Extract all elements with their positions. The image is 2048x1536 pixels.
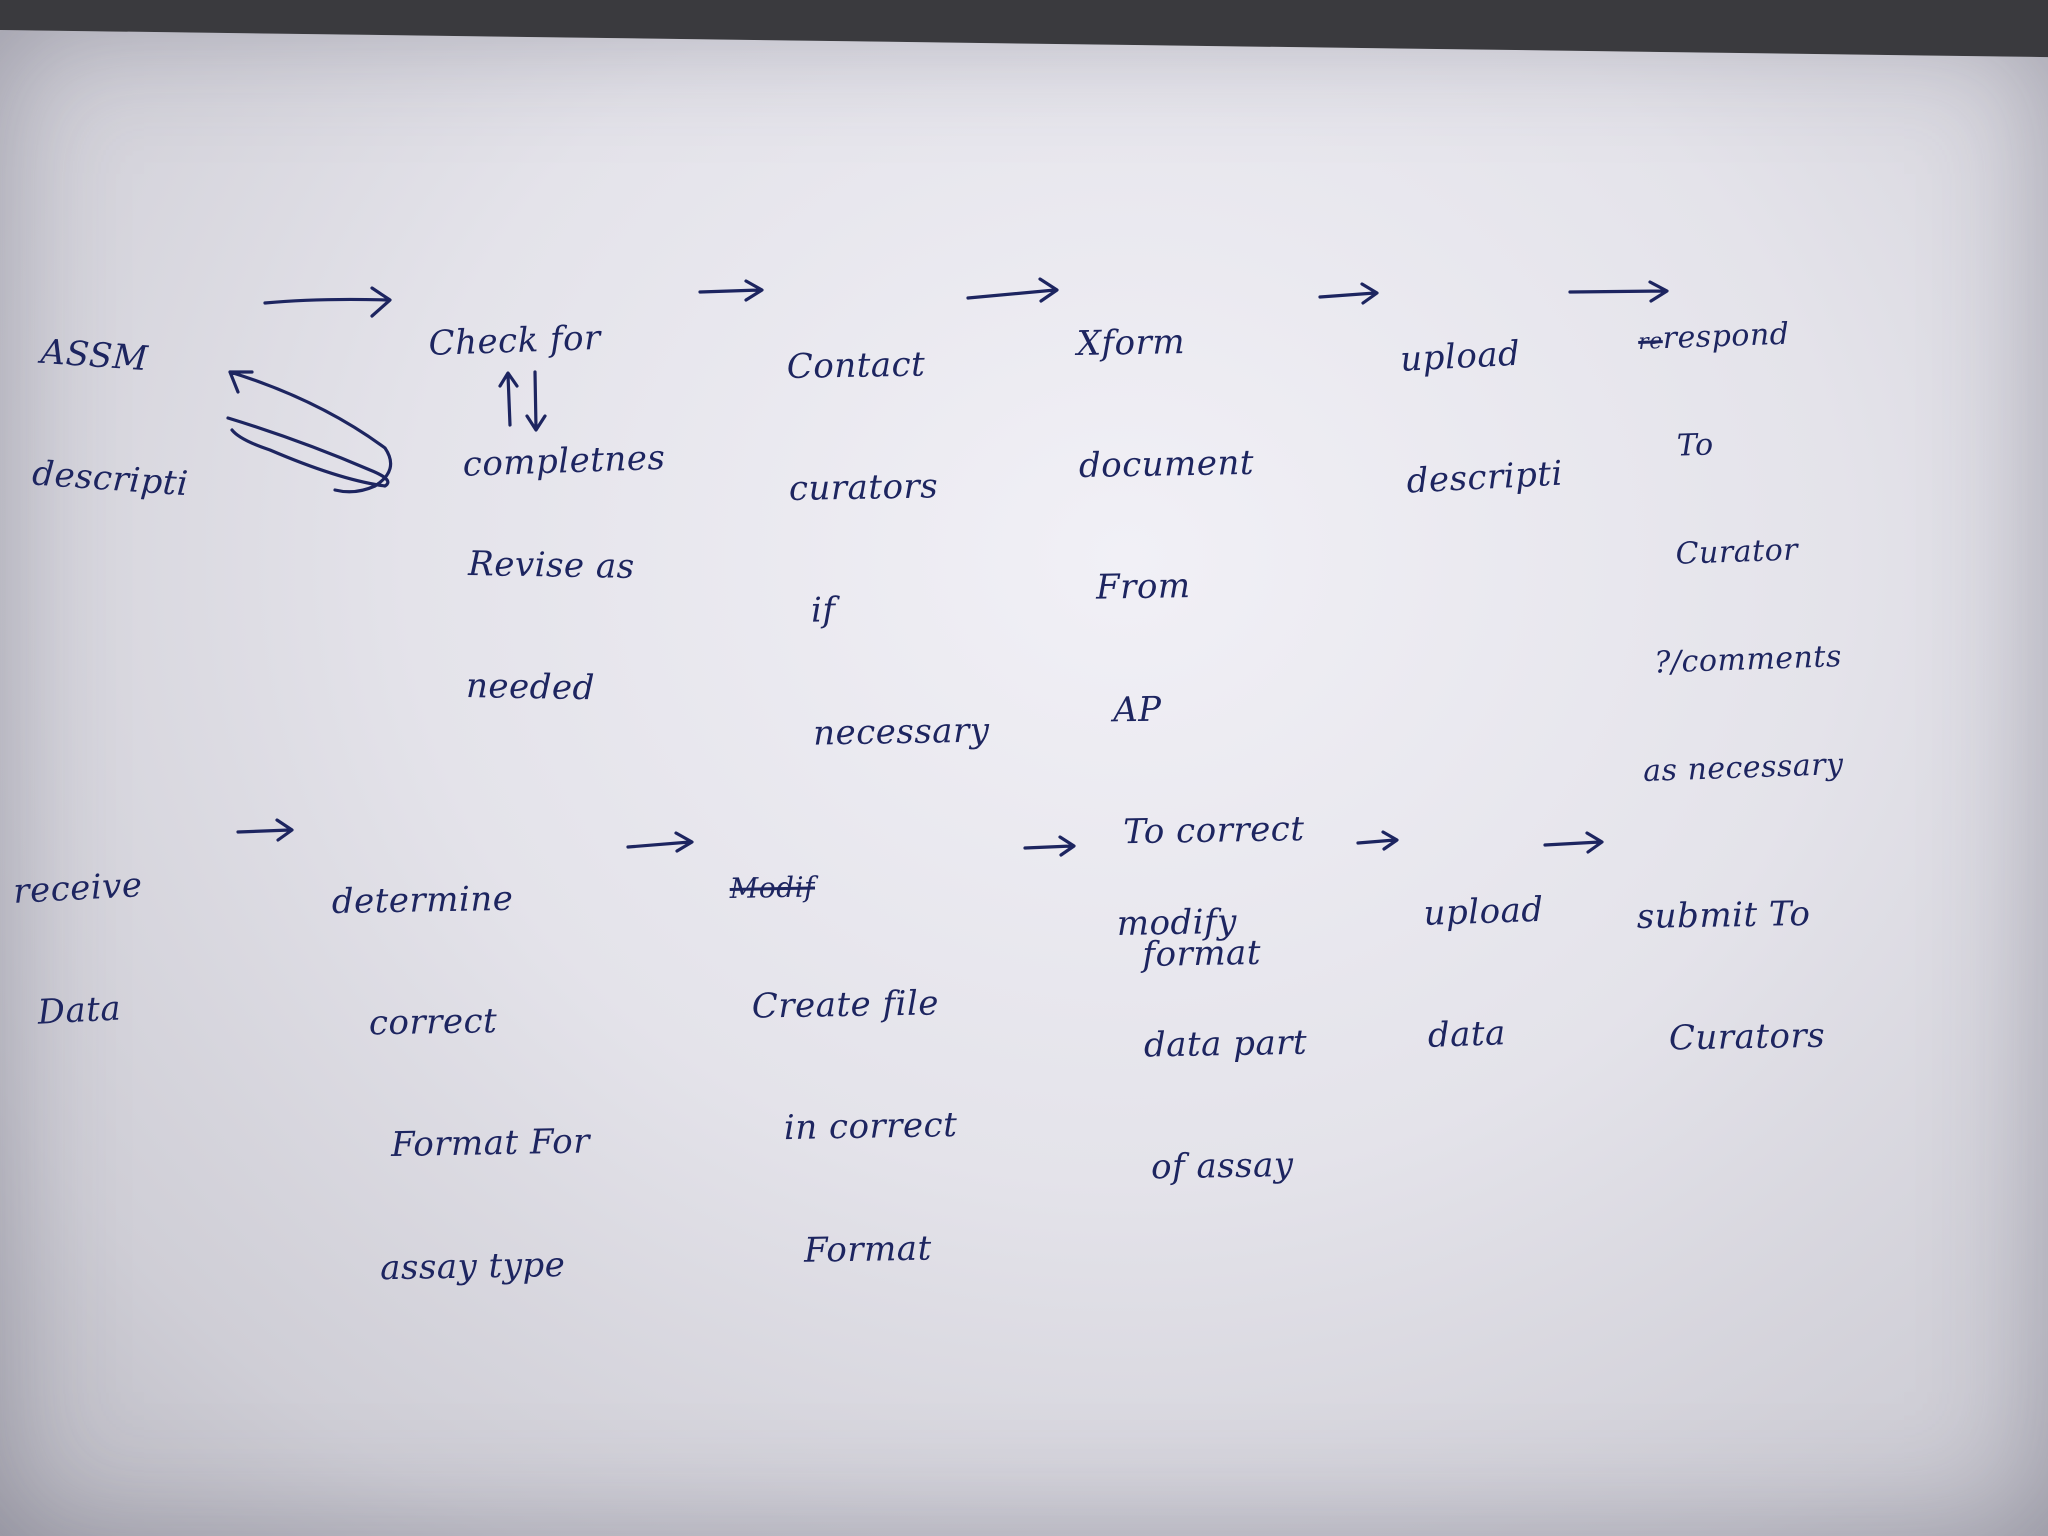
- step-respond-line1: rerespond: [1638, 315, 1832, 358]
- step-upload-data-line1: upload: [1422, 889, 1545, 934]
- step-check-line1: Check for: [427, 317, 602, 364]
- step-contact-line3: if: [810, 590, 836, 631]
- step-contact-line2: curators: [788, 466, 939, 509]
- step-assm-line1: ASSM: [39, 331, 150, 379]
- step-respond-word: respond: [1662, 316, 1790, 357]
- step-respond-line4: ?/comments: [1653, 639, 1843, 681]
- step-upload-data: upload data: [1420, 808, 1550, 1098]
- step-create-strike: Modif: [729, 870, 816, 905]
- step-respond-line2: To: [1676, 427, 1715, 464]
- step-respond-line3: Curator: [1675, 532, 1799, 572]
- step-upload-description: upload descripti: [1395, 250, 1566, 543]
- step-modify-line3: of assay: [1150, 1145, 1294, 1188]
- step-contact-curators: Contact curators if necessary: [785, 262, 991, 796]
- step-upload-line1: upload: [1399, 333, 1522, 380]
- step-submit-line1: submit To: [1636, 893, 1811, 937]
- step-create-line1: Create file: [751, 983, 940, 1027]
- step-modify-line2: data part: [1143, 1022, 1308, 1066]
- step-xform-line2: document: [1078, 442, 1255, 486]
- step-create-file: Modif Create file in correct Format: [728, 786, 961, 1313]
- step-assm-line2: descripti: [30, 453, 190, 505]
- step-receive-line1: receive: [12, 864, 144, 912]
- step-create-line2: in correct: [783, 1105, 958, 1149]
- step-respond-curator: rerespond To Curator ?/comments as neces…: [1635, 243, 1847, 825]
- step-revise-line2: needed: [465, 665, 596, 709]
- step-xform-line1: Xform: [1076, 321, 1186, 364]
- step-receive-line2: Data: [36, 988, 123, 1033]
- step-determine-line1: determine: [331, 878, 514, 922]
- step-determine-format: determine correct Format For assay type: [330, 796, 593, 1331]
- step-receive-data: receive Data: [8, 783, 152, 1075]
- step-upload-line2: descripti: [1405, 453, 1564, 502]
- step-contact-line1: Contact: [786, 344, 926, 387]
- step-revise-line1: Revise as: [467, 543, 635, 587]
- step-xform-line3: From: [1095, 566, 1191, 609]
- step-respond-strike: re: [1637, 329, 1664, 355]
- step-revise-as-needed: Revise as needed: [465, 462, 636, 750]
- step-determine-line2: correct: [368, 1001, 498, 1044]
- step-respond-line5: as necessary: [1642, 747, 1845, 790]
- step-contact-line4: necessary: [812, 710, 990, 754]
- step-create-line3: Format: [803, 1228, 933, 1271]
- step-determine-line3: Format For: [390, 1121, 591, 1166]
- step-submit-curators: submit To Curators: [1635, 812, 1826, 1101]
- step-xform-line4: AP: [1112, 689, 1162, 731]
- step-assm-description: ASSM descripti: [28, 250, 204, 546]
- step-submit-line2: Curators: [1668, 1015, 1826, 1059]
- step-upload-data-line2: data: [1427, 1013, 1507, 1056]
- step-determine-line4: assay type: [379, 1244, 566, 1288]
- step-modify-line1: modify: [1116, 901, 1238, 944]
- step-modify-data: modify data part of assay: [1115, 819, 1310, 1230]
